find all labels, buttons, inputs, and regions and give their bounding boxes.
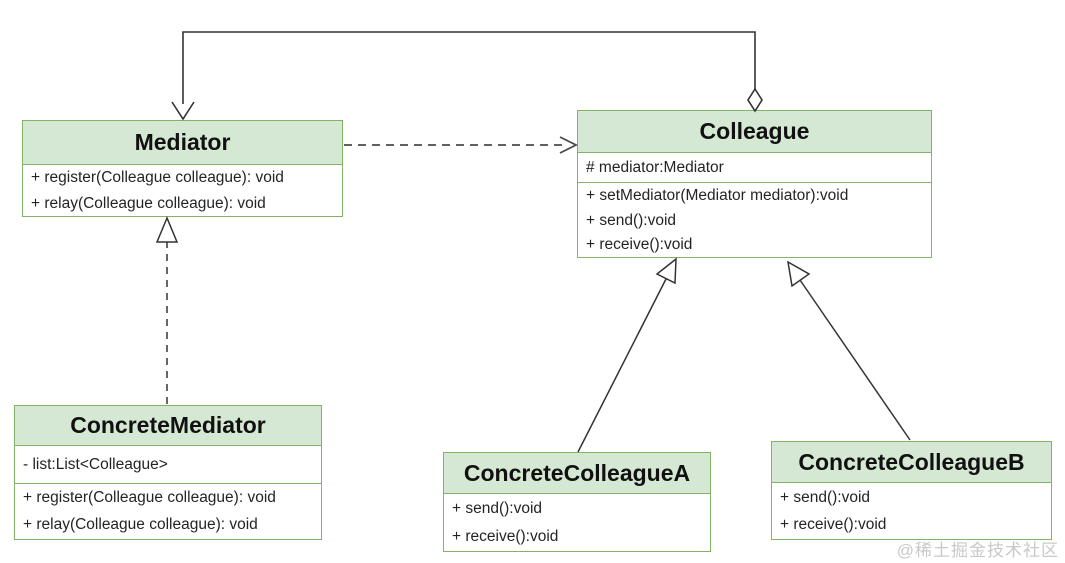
class-title-concrete-colleague-a: ConcreteColleagueA xyxy=(444,453,710,494)
class-box-concrete-colleague-b: ConcreteColleagueB + send():void + recei… xyxy=(771,441,1052,540)
attributes-section: # mediator:Mediator xyxy=(578,153,931,182)
method-row: + send():void xyxy=(586,211,677,229)
method-row: + relay(Colleague colleague): void xyxy=(31,194,266,212)
edge-dependency-mediator-to-colleague xyxy=(344,136,579,154)
watermark-text: @稀土掘金技术社区 xyxy=(896,541,1059,560)
method-row: + receive():void xyxy=(452,527,559,545)
methods-section: + setMediator(Mediator mediator):void + … xyxy=(578,182,931,257)
method-row: + send():void xyxy=(780,488,871,506)
method-row: + receive():void xyxy=(586,236,693,253)
edge-aggregation-colleague-to-mediator xyxy=(171,31,763,121)
method-row: + register(Colleague colleague): void xyxy=(31,169,284,186)
method-row: + send():void xyxy=(452,499,543,517)
attributes-section: - list:List<Colleague> xyxy=(15,446,321,483)
method-row: + register(Colleague colleague): void xyxy=(23,489,276,506)
attribute-row: - list:List<Colleague> xyxy=(23,455,168,473)
class-title-concrete-mediator: ConcreteMediator xyxy=(15,406,321,446)
open-arrowhead-icon xyxy=(559,136,579,154)
inheritance-line xyxy=(577,278,667,453)
hollow-diamond-icon xyxy=(747,87,763,113)
edge-inheritance-concretecolleaguea-to-colleague xyxy=(577,257,677,453)
methods-section: + register(Colleague colleague): void + … xyxy=(23,165,342,216)
edge-realization-concretemediator-to-mediator xyxy=(155,216,179,404)
class-title-colleague: Colleague xyxy=(578,111,931,153)
attribute-row: # mediator:Mediator xyxy=(586,158,724,176)
hollow-triangle-icon xyxy=(787,260,811,288)
class-box-mediator: Mediator + register(Colleague colleague)… xyxy=(22,120,343,217)
class-box-concrete-mediator: ConcreteMediator - list:List<Colleague> … xyxy=(14,405,322,540)
class-title-concrete-colleague-b: ConcreteColleagueB xyxy=(772,442,1051,483)
method-row: + receive():void xyxy=(780,516,887,533)
method-row: + relay(Colleague colleague): void xyxy=(23,516,258,533)
hollow-triangle-icon xyxy=(655,257,677,285)
hollow-triangle-icon xyxy=(155,216,179,243)
inheritance-line xyxy=(799,279,911,441)
open-arrowhead-icon xyxy=(171,101,195,121)
methods-section: + send():void + receive():void xyxy=(772,483,1051,538)
class-title-mediator: Mediator xyxy=(23,121,342,165)
class-box-colleague: Colleague # mediator:Mediator + setMedia… xyxy=(577,110,932,258)
method-row: + setMediator(Mediator mediator):void xyxy=(586,186,849,204)
methods-section: + send():void + receive():void xyxy=(444,494,710,550)
methods-section: + register(Colleague colleague): void + … xyxy=(15,483,321,538)
edge-inheritance-concretecolleagueb-to-colleague xyxy=(787,260,911,441)
class-box-concrete-colleague-a: ConcreteColleagueA + send():void + recei… xyxy=(443,452,711,552)
association-line xyxy=(182,31,756,104)
